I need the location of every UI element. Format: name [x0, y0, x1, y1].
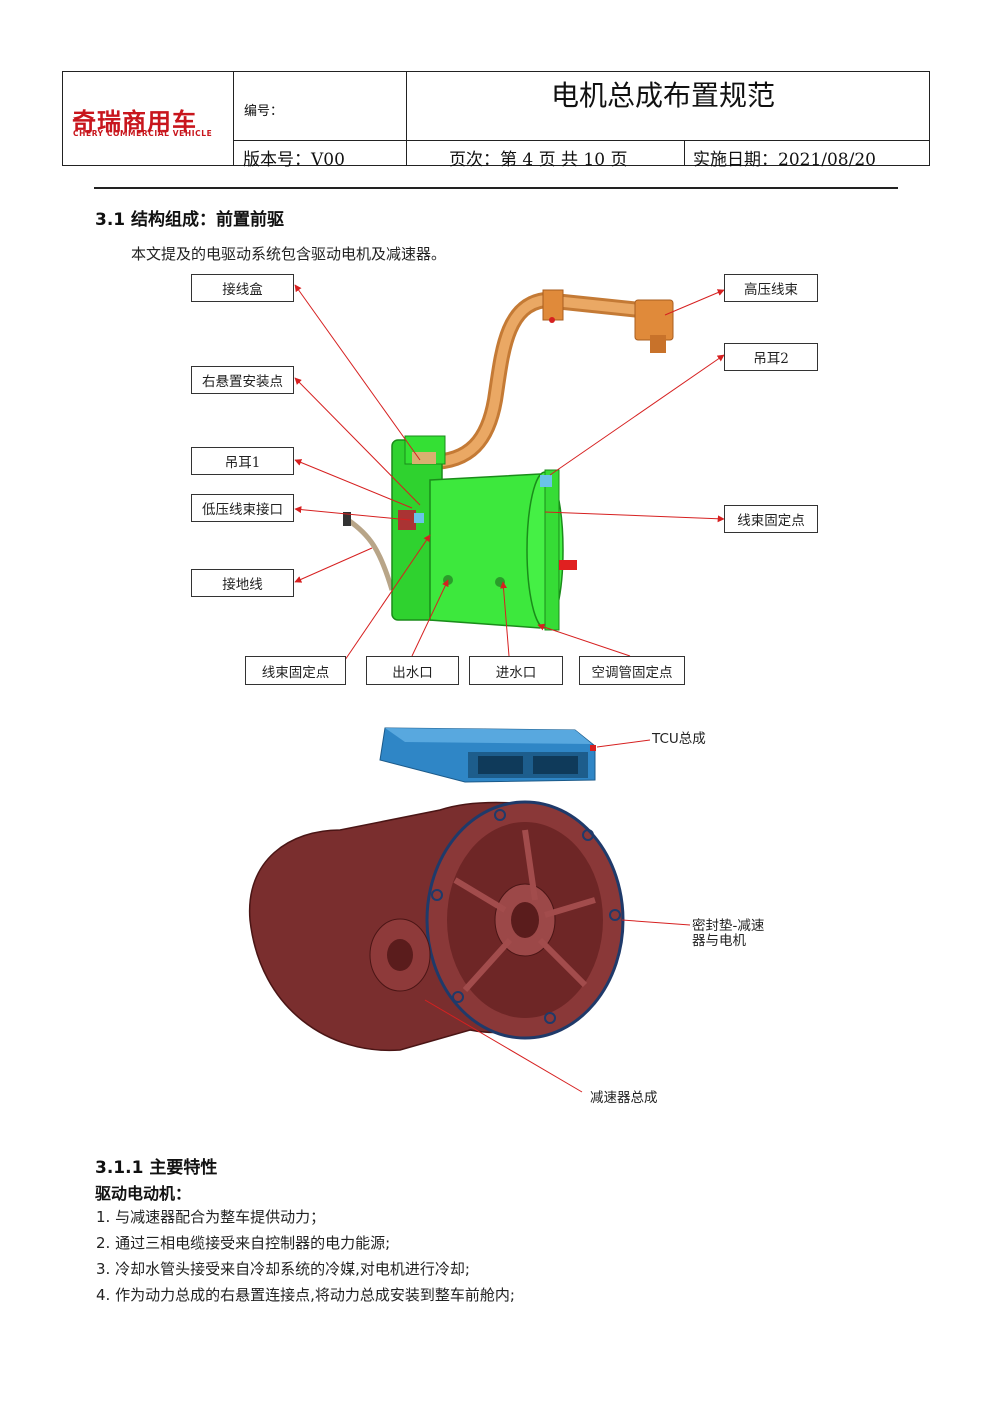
label-water-outlet: 出水口 [366, 656, 459, 685]
logo-text-en: CHERY COMMERCIAL VEHICLE [73, 129, 213, 138]
list-item: 1. 与减速器配合为整车提供动力； [96, 1208, 326, 1226]
label-junction-box: 接线盒 [191, 274, 294, 302]
label-gasket-line-2: 器与电机 [692, 933, 746, 949]
subsection-heading: 3.1.1 主要特性 [95, 1158, 218, 1178]
motor-illustration [294, 284, 725, 661]
subsection-subheading: 驱动电动机： [95, 1184, 192, 1203]
header-divider [94, 187, 898, 189]
label-tcu: TCU总成 [652, 731, 706, 747]
label-reducer: 减速器总成 [590, 1090, 658, 1106]
list-item: 4. 作为动力总成的右悬置连接点,将动力总成安装到整车前舱内; [96, 1286, 515, 1304]
section-heading: 3.1 结构组成：前置前驱 [95, 210, 285, 230]
section-intro: 本文提及的电驱动系统包含驱动电机及减速器。 [131, 245, 447, 263]
label-gasket-line-1: 密封垫-减速 [692, 918, 765, 934]
reducer-housing [248, 800, 625, 1052]
label-hv-harness: 高压线束 [724, 274, 818, 302]
motor-housing [391, 435, 577, 631]
label-lv-connector: 低压线束接口 [191, 494, 294, 522]
list-item: 3. 冷却水管头接受来自冷却系统的冷媒,对电机进行冷却; [96, 1260, 470, 1278]
list-item: 2. 通过三相电缆接受来自控制器的电力能源; [96, 1234, 391, 1252]
version-number: 版本号：V00 [243, 150, 345, 170]
hv-cable [422, 289, 674, 470]
label-right-mount: 右悬置安装点 [191, 366, 294, 394]
logo-text-cn: 奇瑞商用车 [72, 108, 197, 136]
label-harness-fix-bottom: 线束固定点 [245, 656, 346, 685]
callout-arrows [294, 284, 725, 661]
label-lifting-lug-2: 吊耳2 [724, 343, 818, 371]
label-water-inlet: 进水口 [469, 656, 563, 685]
effective-date: 实施日期：2021/08/20 [693, 150, 876, 170]
page-count: 页次：第 4 页 共 10 页 [449, 150, 628, 170]
page-title: 电机总成布置规范 [551, 79, 776, 112]
tcu-shape [379, 727, 596, 783]
label-lifting-lug-1: 吊耳1 [191, 447, 294, 475]
doc-number-label: 编号： [244, 104, 284, 119]
label-ac-pipe-fix: 空调管固定点 [579, 656, 685, 685]
label-ground-wire: 接地线 [191, 569, 294, 597]
company-logo: 奇瑞商用车 CHERY COMMERCIAL VEHICLE [63, 72, 233, 165]
label-harness-fix-right: 线束固定点 [724, 505, 818, 533]
reducer-illustration [248, 727, 691, 1093]
header-table: 奇瑞商用车 CHERY COMMERCIAL VEHICLE 编号： 电机总成布… [62, 71, 930, 170]
ground-wire-shape [346, 517, 395, 591]
